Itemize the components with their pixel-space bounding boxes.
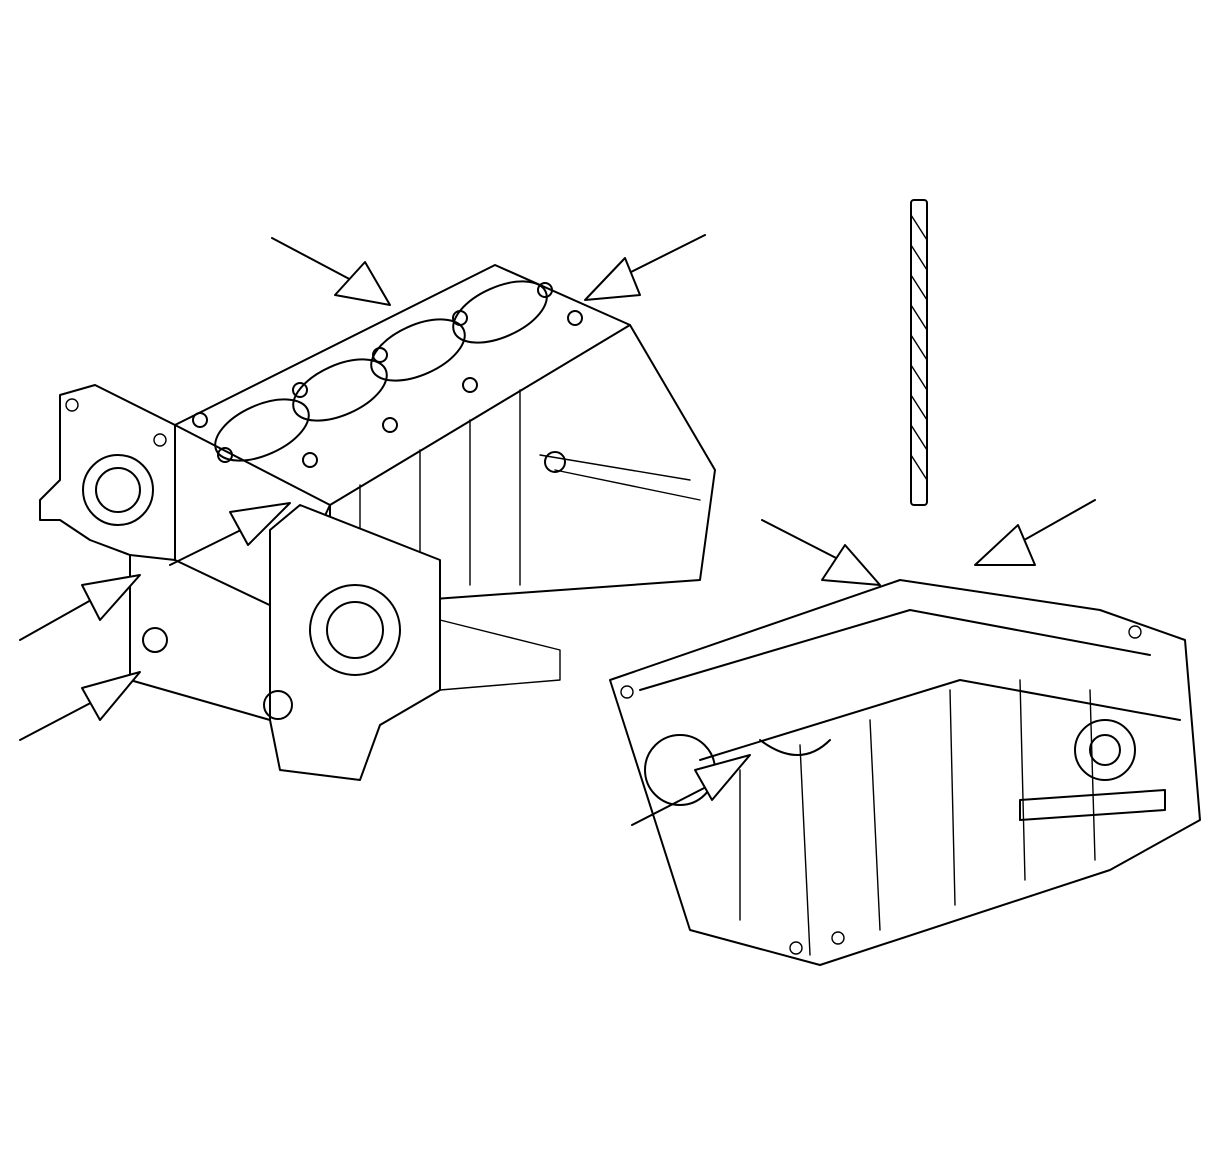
cylinder-bore-2 [292, 358, 388, 422]
arrow-left-block-4 [19, 574, 141, 641]
arrow-left-block-1 [271, 237, 391, 306]
arrow-left-block-5 [19, 671, 141, 741]
arrow-right-block-2 [974, 499, 1096, 566]
arrow-right-block-1 [761, 519, 881, 586]
callout-arrows [19, 234, 1096, 826]
left-block-front-housing [269, 504, 441, 781]
right-engine-block [609, 579, 1201, 966]
cylinder-bore-3 [370, 318, 466, 382]
cylinder-bore-1 [214, 398, 310, 462]
head-bolt-holes [192, 282, 583, 468]
right-block-outline [609, 579, 1201, 966]
cylinder-bore-4 [452, 280, 548, 344]
arrow-left-block-3 [169, 502, 291, 566]
left-engine-block [39, 264, 716, 781]
straightedge-rod [910, 199, 928, 506]
arrow-right-block-3 [631, 754, 751, 826]
arrow-left-block-2 [584, 234, 706, 301]
left-block-timing-face [39, 384, 176, 561]
right-block-main-bearing-line [639, 609, 1181, 761]
